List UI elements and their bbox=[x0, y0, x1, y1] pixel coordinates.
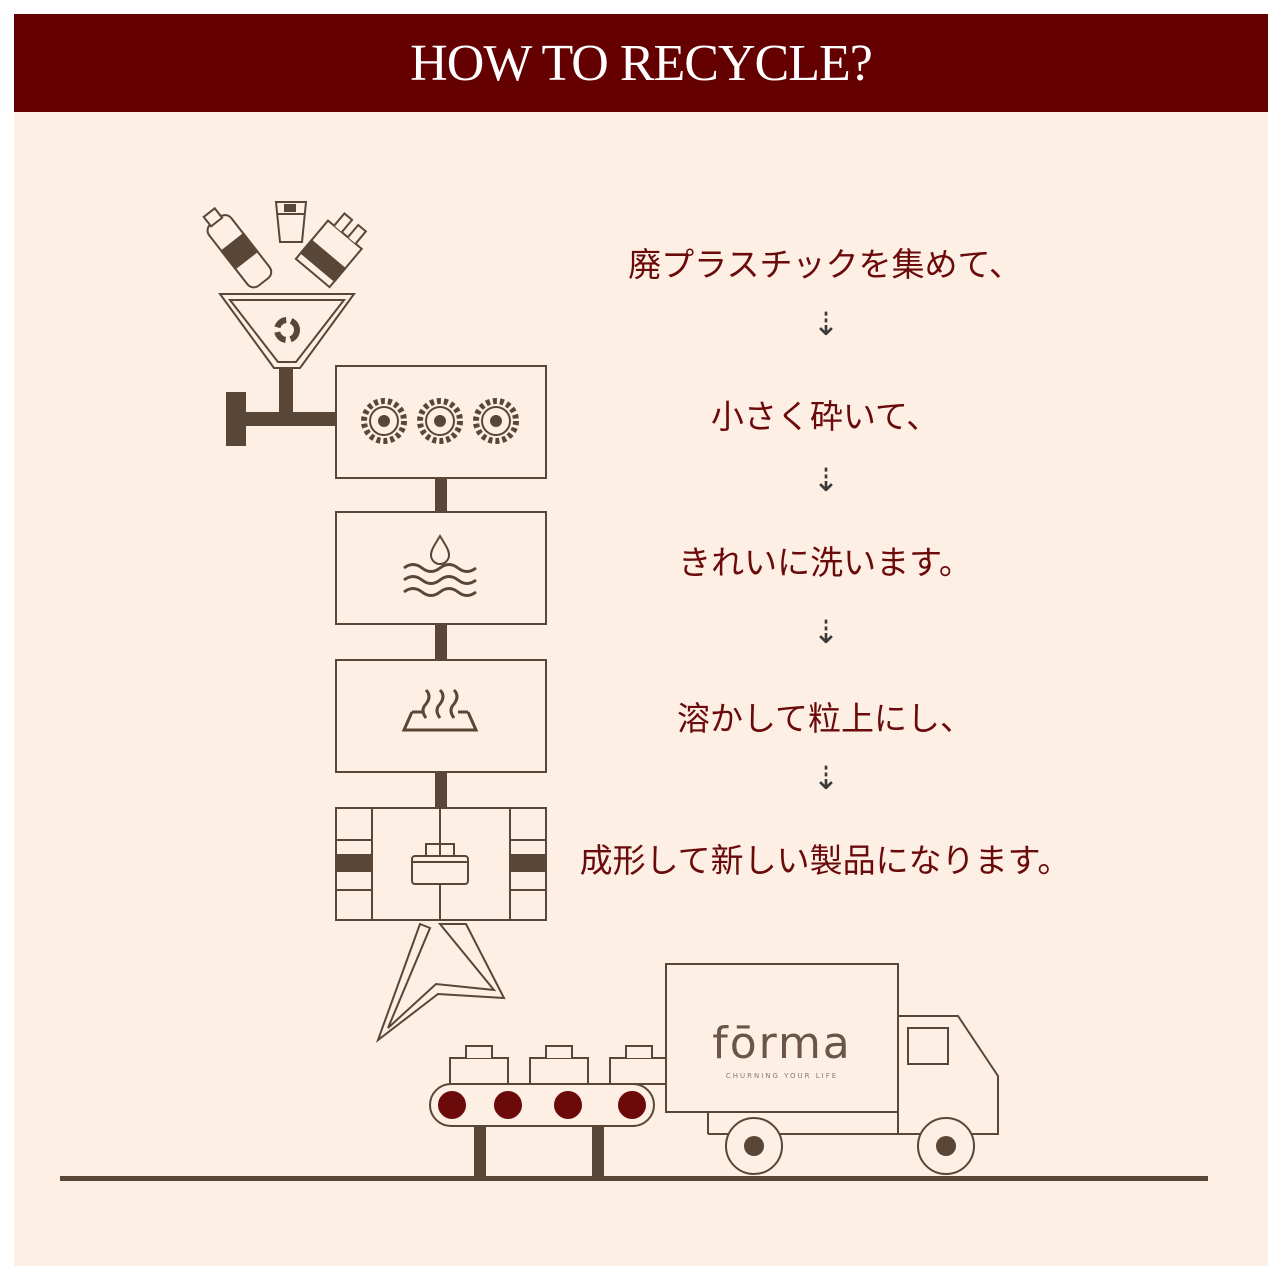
step-3-wash: きれいに洗います。 bbox=[678, 543, 972, 582]
step-2-crush: 小さく砕いて、 bbox=[710, 397, 940, 436]
conveyor-roller bbox=[494, 1091, 522, 1119]
down-arrow-icon: ⇣ bbox=[812, 305, 840, 343]
ground-line bbox=[60, 1176, 1208, 1181]
basket-icon bbox=[449, 1045, 669, 1085]
output-chute bbox=[375, 922, 506, 1043]
heat-tray-icon bbox=[401, 688, 479, 732]
page-title: HOW TO RECYCLE? bbox=[410, 34, 873, 92]
cup-icon bbox=[274, 201, 308, 243]
inlet-pipe bbox=[226, 392, 336, 446]
conveyor-roller bbox=[554, 1091, 582, 1119]
step-1-collect: 廃プラスチックを集めて、 bbox=[628, 245, 1022, 284]
basket-icon bbox=[411, 843, 469, 885]
conveyor-roller bbox=[438, 1091, 466, 1119]
waves-icon bbox=[403, 563, 477, 597]
saw-blade-icon bbox=[361, 398, 519, 444]
conveyor-belt bbox=[429, 1083, 655, 1178]
recycle-icon bbox=[274, 317, 300, 343]
step-5-mold: 成形して新しい製品になります。 bbox=[579, 841, 1071, 880]
svg-text:fōrma: fōrma bbox=[712, 1018, 852, 1069]
delivery-truck-icon bbox=[665, 963, 999, 1175]
water-drop-icon bbox=[429, 534, 451, 565]
svg-text:CHURNING YOUR LIFE: CHURNING YOUR LIFE bbox=[726, 1072, 838, 1080]
plastic-bottle-icon bbox=[202, 206, 273, 289]
mold-press bbox=[335, 807, 547, 921]
melter-box bbox=[335, 659, 547, 773]
conveyor-roller bbox=[618, 1091, 646, 1119]
funnel bbox=[218, 293, 356, 416]
down-arrow-icon: ⇣ bbox=[812, 759, 840, 797]
step-4-melt: 溶かして粒上にし、 bbox=[676, 699, 973, 738]
down-arrow-icon: ⇣ bbox=[812, 461, 840, 499]
down-arrow-icon: ⇣ bbox=[812, 613, 840, 651]
forma-logo: fōrma CHURNING YOUR LIFE bbox=[712, 1018, 852, 1080]
title-banner: HOW TO RECYCLE? bbox=[14, 14, 1268, 112]
shopping-bag-icon bbox=[294, 212, 368, 289]
